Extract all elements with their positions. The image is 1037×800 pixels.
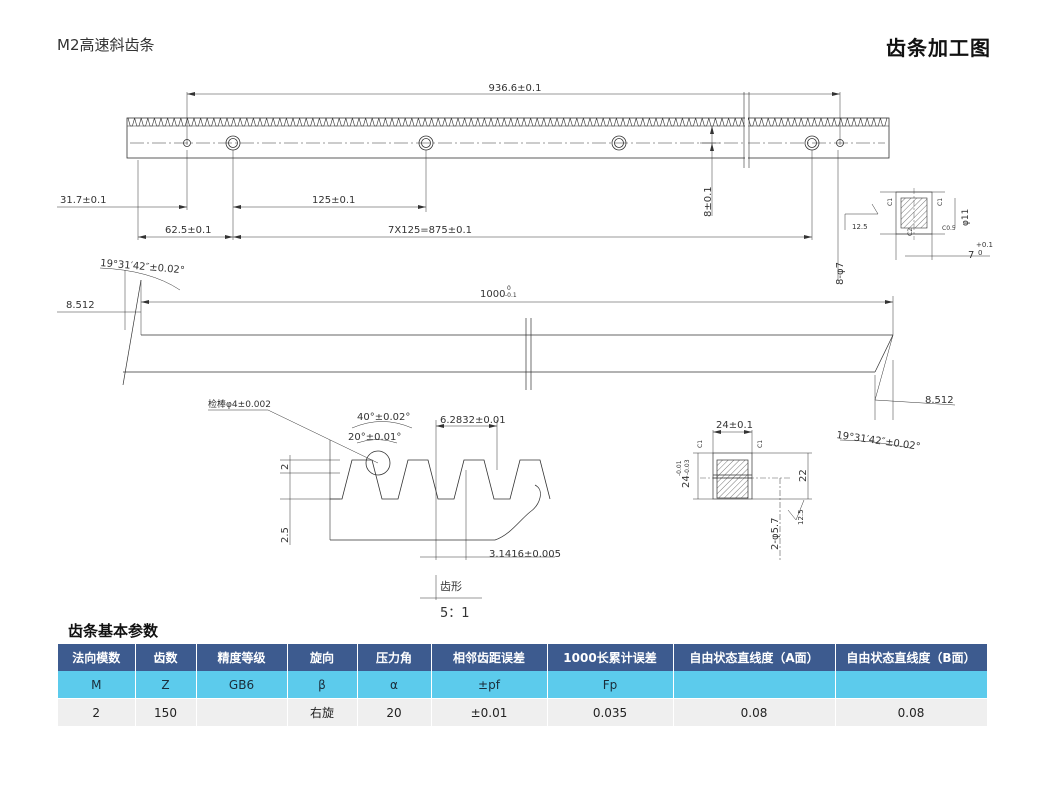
params-symbol-cell: ±pf — [431, 671, 548, 699]
params-value-cell: 0.08 — [835, 698, 988, 726]
dim-text-7x125: 7X125=875±0.1 — [388, 225, 472, 236]
dim-text-62-5: 62.5±0.1 — [165, 225, 212, 236]
params-header-cell: 精度等级 — [196, 644, 288, 671]
params-header-cell: 自由状态直线度（B面） — [835, 644, 988, 671]
dim-text-31-7: 31.7±0.1 — [60, 195, 107, 206]
counterbore-detail — [844, 188, 990, 260]
rack-side-view — [57, 267, 956, 449]
params-value-cell — [196, 698, 288, 726]
params-value-cell: ±0.01 — [431, 698, 548, 726]
params-symbol-cell: β — [287, 671, 358, 699]
dim-text-8-phi7: 8-φ7 — [835, 262, 846, 285]
dim-pitch-6-2832: 6.2832±0.01 — [440, 415, 506, 426]
dim-height-8 — [700, 126, 720, 216]
params-header-cell: 压力角 — [357, 644, 432, 671]
params-symbol-cell: Fp — [547, 671, 674, 699]
params-header-cell: 相邻齿距误差 — [431, 644, 548, 671]
params-header-cell: 1000长累计误差 — [547, 644, 674, 671]
counterbore-hole-icon — [807, 138, 817, 148]
params-header-cell: 齿数 — [135, 644, 197, 671]
counterbore-hole-icon — [611, 135, 627, 151]
params-header-cell: 旋向 — [287, 644, 358, 671]
counterbore-hole-icon — [228, 138, 238, 148]
dim-height-24: 24 — [681, 475, 692, 488]
cross-section — [693, 430, 812, 560]
dim-tooth-h-2: 2 — [280, 464, 291, 470]
params-symbol-cell — [835, 671, 988, 699]
dim-text-1000: 1000 — [480, 289, 505, 300]
dim-text-1000-low: -0.1 — [505, 292, 517, 299]
params-value-cell: 右旋 — [287, 698, 358, 726]
dim-text-1000-up: 0 — [507, 285, 511, 292]
dim-half-pitch: 3.1416±0.005 — [489, 549, 561, 560]
dim-height-24-up: -0.01 — [676, 460, 683, 476]
dim-tooth-h-2-5: 2.5 — [280, 527, 291, 543]
chamfer-c1-a: C1 — [887, 198, 894, 206]
counterbore-hole-icon — [421, 138, 431, 148]
params-symbol-cell: α — [357, 671, 432, 699]
dim-height-22: 22 — [798, 469, 809, 482]
scale-label: 5：1 — [440, 606, 470, 620]
engineering-drawing: 936.6±0.1 31.7±0.1 125±0.1 62.5±0.1 7X12… — [57, 83, 993, 620]
chamfer-c1-d: C1 — [757, 440, 764, 448]
chamfer-right: 8.512 — [925, 395, 954, 406]
params-symbol-cell: Z — [135, 671, 197, 699]
dim-width-24: 24±0.1 — [716, 420, 753, 431]
dim-text-cb-7-up: +0.1 — [976, 241, 993, 249]
chamfer-c2: C2 — [907, 228, 914, 236]
chamfer-c1-c: C1 — [697, 440, 704, 448]
roughness-12-5-a: 12.5 — [852, 223, 868, 231]
angle-40: 40°±0.02° — [357, 412, 410, 423]
dim-text-cb-7-low: 0 — [978, 249, 982, 257]
tooth-form-label: 齿形 — [440, 580, 462, 593]
angle-right: 19°31′42″±0.02° — [836, 430, 922, 453]
chamfer-c1-b: C1 — [937, 198, 944, 206]
rack-top-view — [126, 92, 890, 168]
counterbore-hole-icon — [614, 138, 624, 148]
drawing-title: 齿条加工图 — [886, 36, 991, 60]
chamfer-c0-5: C0.5 — [942, 225, 956, 232]
params-title: 齿条基本参数 — [68, 622, 159, 640]
dim-text-936: 936.6±0.1 — [489, 83, 542, 94]
chamfer-left: 8.512 — [66, 300, 95, 311]
params-value-cell: 0.08 — [673, 698, 836, 726]
dim-text-8: 8±0.1 — [703, 186, 714, 217]
params-value-cell: 0.035 — [547, 698, 674, 726]
document-title: M2高速斜齿条 — [57, 36, 155, 54]
dim-text-125: 125±0.1 — [312, 195, 355, 206]
params-value-cell: 150 — [135, 698, 197, 726]
params-symbol-cell: M — [58, 671, 136, 699]
roughness-12-5-b: 12.5 — [797, 509, 805, 525]
angle-20: 20°±0.01° — [348, 432, 401, 443]
params-value-cell: 20 — [357, 698, 432, 726]
params-symbol-cell: GB6 — [196, 671, 288, 699]
dim-text-cb-7: 7 — [968, 250, 974, 261]
tooth-profile — [208, 409, 555, 600]
params-symbol-cell — [673, 671, 836, 699]
params-header-cell: 自由状态直线度（A面） — [673, 644, 836, 671]
params-value-cell: 2 — [58, 698, 136, 726]
dim-holes-5-7: 2-φ5.7 — [770, 518, 781, 550]
dim-text-phi11: φ11 — [961, 209, 971, 226]
dim-height-24-low: -0.03 — [684, 459, 691, 475]
dim-overall-936: 936.6±0.1 — [186, 83, 841, 145]
params-header-cell: 法向模数 — [58, 644, 136, 671]
dim-hole-spacing — [57, 150, 813, 240]
probe-label: 检棒φ4±0.002 — [208, 398, 271, 410]
